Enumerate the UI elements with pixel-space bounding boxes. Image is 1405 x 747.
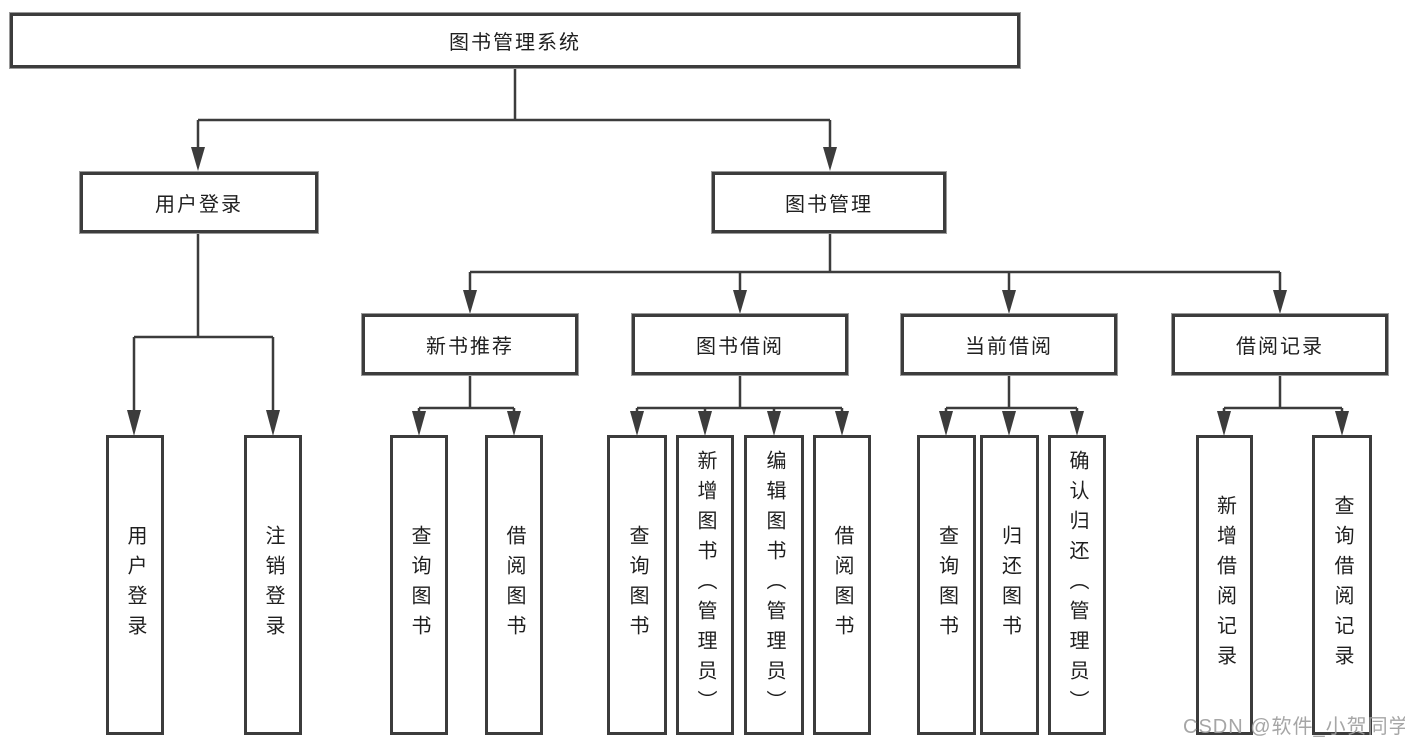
leaf-borrow-books-recommend: 借阅图书 bbox=[485, 435, 543, 735]
leaf-add-book-admin-label: 新增图书（管理员） bbox=[694, 450, 716, 720]
leaf-query-books-borrowing: 查询图书 bbox=[607, 435, 667, 735]
leaf-user-login-label: 用户登录 bbox=[124, 525, 146, 645]
node-book-management: 图书管理 bbox=[712, 172, 946, 233]
node-book-management-label: 图书管理 bbox=[785, 194, 873, 216]
leaf-query-books-current-label: 查询图书 bbox=[935, 525, 958, 645]
node-current-borrowing-label: 当前借阅 bbox=[965, 336, 1053, 358]
leaf-add-borrow-record-label: 新增借阅记录 bbox=[1213, 495, 1236, 675]
leaf-add-book-admin: 新增图书（管理员） bbox=[676, 435, 734, 735]
node-borrowing-records-label: 借阅记录 bbox=[1236, 336, 1324, 358]
arrowheads bbox=[127, 147, 1349, 436]
leaf-query-books-current: 查询图书 bbox=[917, 435, 976, 735]
node-borrowing-records: 借阅记录 bbox=[1172, 314, 1388, 375]
leaf-query-books-recommend: 查询图书 bbox=[390, 435, 448, 735]
leaf-edit-book-admin-label: 编辑图书（管理员） bbox=[763, 450, 785, 720]
leaf-edit-book-admin: 编辑图书（管理员） bbox=[744, 435, 804, 735]
node-user-login-label: 用户登录 bbox=[155, 194, 243, 216]
node-root-label: 图书管理系统 bbox=[449, 32, 581, 54]
csdn-watermark: CSDN @软件_小贺同学 bbox=[1183, 716, 1405, 738]
node-current-borrowing: 当前借阅 bbox=[901, 314, 1117, 375]
leaf-query-borrow-record-label: 查询借阅记录 bbox=[1331, 495, 1353, 675]
node-book-borrowing-label: 图书借阅 bbox=[696, 336, 784, 358]
leaf-query-books-recommend-label: 查询图书 bbox=[408, 525, 430, 645]
leaf-return-books-label: 归还图书 bbox=[998, 525, 1021, 645]
node-user-login: 用户登录 bbox=[80, 172, 318, 233]
leaf-logout: 注销登录 bbox=[244, 435, 302, 735]
node-new-book-recommend-label: 新书推荐 bbox=[426, 336, 514, 358]
node-root-system: 图书管理系统 bbox=[10, 13, 1020, 68]
leaf-query-borrow-record: 查询借阅记录 bbox=[1312, 435, 1372, 735]
leaf-borrow-books: 借阅图书 bbox=[813, 435, 871, 735]
leaf-confirm-return-admin-label: 确认归还（管理员） bbox=[1066, 450, 1088, 720]
leaf-borrow-books-label: 借阅图书 bbox=[831, 525, 853, 645]
leaf-query-books-borrowing-label: 查询图书 bbox=[626, 525, 648, 645]
leaf-return-books: 归还图书 bbox=[980, 435, 1039, 735]
node-book-borrowing: 图书借阅 bbox=[632, 314, 848, 375]
leaf-add-borrow-record: 新增借阅记录 bbox=[1196, 435, 1253, 735]
leaf-user-login: 用户登录 bbox=[106, 435, 164, 735]
leaf-confirm-return-admin: 确认归还（管理员） bbox=[1048, 435, 1106, 735]
leaf-logout-label: 注销登录 bbox=[262, 525, 284, 645]
leaf-borrow-books-recommend-label: 借阅图书 bbox=[503, 525, 525, 645]
node-new-book-recommend: 新书推荐 bbox=[362, 314, 578, 375]
connector-group bbox=[132, 68, 1344, 414]
